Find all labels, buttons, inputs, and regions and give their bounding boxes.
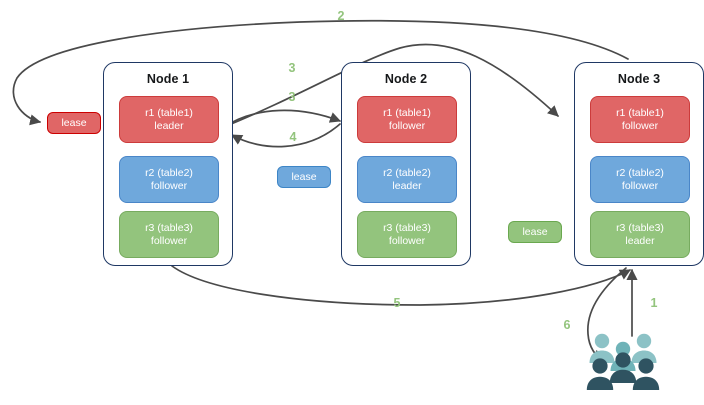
replica-n2-r2-line1: r2 (table2) xyxy=(383,166,431,179)
replica-n1-r3[interactable]: r3 (table3) follower xyxy=(119,211,219,258)
replica-n1-r2[interactable]: r2 (table2) follower xyxy=(119,156,219,203)
lease-pill-r2[interactable]: lease xyxy=(277,166,331,188)
step-label-6: 6 xyxy=(563,318,571,332)
node-1-container[interactable]: Node 1 r1 (table1) leader r2 (table2) fo… xyxy=(103,62,233,266)
step-label-4: 4 xyxy=(289,130,297,144)
replica-n3-r3-line1: r3 (table3) xyxy=(616,221,664,234)
replica-n1-r3-line1: r3 (table3) xyxy=(145,221,193,234)
replica-n1-r1-line2: leader xyxy=(154,119,184,132)
replica-n3-r2-line1: r2 (table2) xyxy=(616,166,664,179)
node-2-title: Node 2 xyxy=(384,72,428,86)
replica-n1-r1[interactable]: r1 (table1) leader xyxy=(119,96,219,143)
replica-n2-r1-line1: r1 (table1) xyxy=(383,106,431,119)
replica-n2-r3-line1: r3 (table3) xyxy=(383,221,431,234)
replica-n3-r3-line2: leader xyxy=(625,234,655,247)
replica-n3-r1-line1: r1 (table1) xyxy=(616,106,664,119)
step-label-5: 5 xyxy=(393,296,401,310)
replica-n2-r2[interactable]: r2 (table2) leader xyxy=(357,156,457,203)
step-label-1: 1 xyxy=(650,296,658,310)
replica-n3-r2[interactable]: r2 (table2) follower xyxy=(590,156,690,203)
replica-n2-r3-line2: follower xyxy=(388,234,426,247)
step-label-2: 2 xyxy=(337,9,345,23)
node-1-title: Node 1 xyxy=(146,72,190,86)
replica-n3-r1-line2: follower xyxy=(621,119,659,132)
replica-n2-r1-line2: follower xyxy=(388,119,426,132)
lease-pill-r1[interactable]: lease xyxy=(47,112,101,134)
replica-n3-r3[interactable]: r3 (table3) leader xyxy=(590,211,690,258)
node-3-title: Node 3 xyxy=(617,72,661,86)
replica-n1-r3-line2: follower xyxy=(150,234,188,247)
step-label-3-lower: 3 xyxy=(288,90,296,104)
node-3-container[interactable]: Node 3 r1 (table1) follower r2 (table2) … xyxy=(574,62,704,266)
replica-n2-r2-line2: leader xyxy=(392,179,422,192)
replica-n3-r1[interactable]: r1 (table1) follower xyxy=(590,96,690,143)
replica-n3-r2-line2: follower xyxy=(621,179,659,192)
replica-n1-r1-line1: r1 (table1) xyxy=(145,106,193,119)
step-label-3-upper: 3 xyxy=(288,61,296,75)
users-icon xyxy=(586,333,660,390)
lease-pill-r3[interactable]: lease xyxy=(508,221,562,243)
replica-n1-r2-line1: r2 (table2) xyxy=(145,166,193,179)
node-2-container[interactable]: Node 2 r1 (table1) follower r2 (table2) … xyxy=(341,62,471,266)
edge-step-3-to-node2 xyxy=(223,109,342,128)
replica-n2-r3[interactable]: r3 (table3) follower xyxy=(357,211,457,258)
replica-n2-r1[interactable]: r1 (table1) follower xyxy=(357,96,457,143)
replica-n1-r2-line2: follower xyxy=(150,179,188,192)
